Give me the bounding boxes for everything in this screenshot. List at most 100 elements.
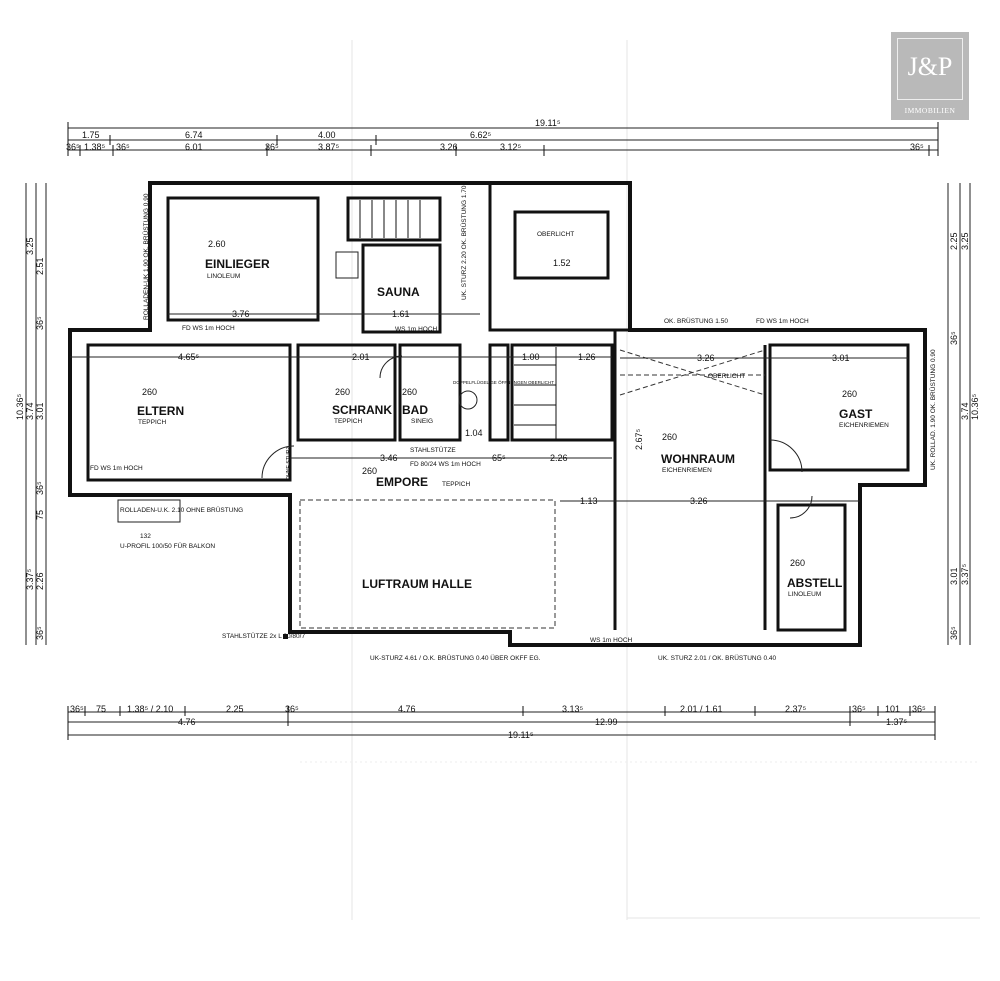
note-sturz: UK-STURZ 4.61 / O.K. BRÜSTUNG 0.40 ÜBER …: [370, 654, 541, 662]
dim-label: 36⁵: [949, 626, 959, 640]
schrank-walls: [296, 343, 397, 442]
dim-label: 1.61: [392, 309, 410, 319]
door-swing: [769, 439, 803, 473]
floor-finish: LINOLEUM: [207, 273, 240, 280]
dim-label: 75: [35, 510, 45, 520]
room-height: 260: [142, 387, 157, 397]
logo-mark: J&P: [907, 52, 953, 81]
dim-label: 3.46: [380, 453, 398, 463]
interior-walls: [86, 181, 910, 639]
room-empore: EMPORE: [376, 475, 428, 489]
room-eltern: ELTERN: [137, 404, 184, 418]
dim-label: 1.00: [522, 352, 540, 362]
dim-label: 3.74: [25, 402, 35, 420]
logo-subtitle: IMMOBILIEN: [904, 106, 956, 115]
room-sauna: SAUNA: [377, 285, 420, 299]
door-swing: [789, 495, 813, 519]
dim-label: 65⁵: [492, 453, 506, 463]
dim-total-bottom: 19.11⁵: [508, 730, 534, 740]
dim-label: 3.25: [25, 237, 35, 255]
note-window: WS 1m HOCH: [395, 326, 438, 333]
logo-frame: [897, 38, 963, 100]
dim-label: 36⁵: [285, 704, 299, 714]
dimension-top: 19.11⁵ 1.75 6.74 4.00 6.62⁵ 36⁵ 1.38⁵ 36…: [66, 118, 939, 156]
dim-label: 10.36⁵: [970, 393, 980, 420]
room-height: 2.60: [208, 239, 226, 249]
door-swing: [261, 445, 295, 479]
dim-label: 3.26: [697, 353, 715, 363]
bad-walls: [398, 343, 462, 442]
room-height: 260: [402, 387, 417, 397]
floor-finish: EICHENRIEMEN: [839, 422, 889, 429]
floor-finish: LINOLEUM: [788, 591, 821, 598]
dim-label: 75: [96, 704, 106, 714]
dim-label: 1.52: [553, 258, 571, 268]
sink-label: SINEIG: [411, 418, 433, 425]
note-stahlstuetze: STAHLSTÜTZE: [410, 446, 456, 454]
dim-label: 101: [885, 704, 900, 714]
room-height: 260: [662, 432, 677, 442]
dim-label: 10.36⁵: [15, 393, 25, 420]
room-bad: BAD: [402, 403, 428, 417]
dim-label: 3.37⁵: [25, 568, 35, 590]
dim-label: 36⁵: [912, 704, 926, 714]
sauna-walls: [361, 243, 442, 334]
room-height: 260: [790, 558, 805, 568]
dim-total-top: 19.11⁵: [535, 118, 561, 128]
dim-label: 36⁵: [70, 704, 84, 714]
note-profil-width: 132: [140, 533, 151, 540]
dim-label: 6.62⁵: [470, 130, 492, 140]
floor-finish: TEPPICH: [334, 418, 362, 425]
top-block: [488, 181, 632, 332]
dim-label: 2.25: [949, 232, 959, 250]
dim-label: 3.25: [960, 232, 970, 250]
dim-label: 1.04: [465, 428, 483, 438]
room-gast: GAST: [839, 407, 873, 421]
dimension-left: 3.25 2.51 36⁵ 3.01 3.74 10.36⁵ 36⁵ 75 2.…: [15, 183, 47, 645]
dim-label: 36⁵: [66, 142, 80, 152]
dim-label: 3.26: [440, 142, 458, 152]
shower-basin: [458, 390, 478, 410]
dim-label: 36⁵: [910, 142, 924, 152]
dimension-right: 2.25 3.25 36⁵ 3.74 10.36⁵ 3.01 3.37⁵ 36⁵: [947, 183, 980, 645]
gast-walls: [768, 343, 910, 472]
dim-label: 1.37⁵: [886, 717, 908, 727]
dim-label: 4.65⁵: [178, 352, 200, 362]
note-ohne-sturz: OHNE STURZ: [286, 446, 292, 480]
dim-label: 36⁵: [116, 142, 130, 152]
room-height: 260: [335, 387, 350, 397]
note-window: FD WS 1m HOCH: [182, 325, 235, 332]
dim-label: 2.26: [550, 453, 568, 463]
dim-label: 3.01: [35, 402, 45, 420]
dim-label: 36⁵: [949, 331, 959, 345]
dim-label: 2.67⁵: [634, 428, 644, 450]
dimension-bottom: 36⁵ 75 1.38⁵ / 2.10 2.25 36⁵ 4.76 3.13⁵ …: [67, 704, 936, 740]
note-rolladen: UK. ROLLAD. 1.90 OK. BRÜSTUNG 0.90: [929, 349, 937, 470]
dim-label: 2.26: [35, 572, 45, 590]
dim-label: 36⁵: [35, 481, 45, 495]
dim-label: 3.87⁵: [318, 142, 340, 152]
dim-label: 6.01: [185, 142, 203, 152]
company-logo: J&P IMMOBILIEN: [891, 32, 969, 120]
room-abstell: ABSTELL: [787, 576, 842, 590]
note-window: FD WS 1m HOCH: [90, 465, 143, 472]
dim-label: 1.26: [578, 352, 596, 362]
inner-dimensions: 3.76 1.61 4.65⁵ 2.01 1.00 1.26 3.46 65⁵ …: [70, 258, 908, 506]
note-sturz: UK. STURZ 2.20 OK. BRÜSTUNG 1.70: [460, 185, 468, 300]
room-einlieger: EINLIEGER: [205, 257, 270, 271]
dim-label: 3.76: [232, 309, 250, 319]
dim-label: 3.01: [832, 353, 850, 363]
door-swing: [379, 355, 403, 379]
abstell-walls: [776, 503, 847, 632]
steel-column: [283, 634, 288, 639]
floor-finish: EICHENRIEMEN: [662, 467, 712, 474]
dim-label: 2.51: [35, 257, 45, 275]
floor-finish: TEPPICH: [442, 481, 470, 488]
note-oberlicht: OBERLICHT: [537, 231, 574, 238]
dim-label: 36⁵: [35, 316, 45, 330]
dim-label: 1.38⁵: [84, 142, 106, 152]
dim-label: 3.01: [949, 567, 959, 585]
note-rolladen: ROLLADEN-UK 1.90 OK. BRÜSTUNG 0.90: [142, 193, 150, 320]
outer-walls: [68, 181, 927, 647]
dim-label: 3.12⁵: [500, 142, 522, 152]
